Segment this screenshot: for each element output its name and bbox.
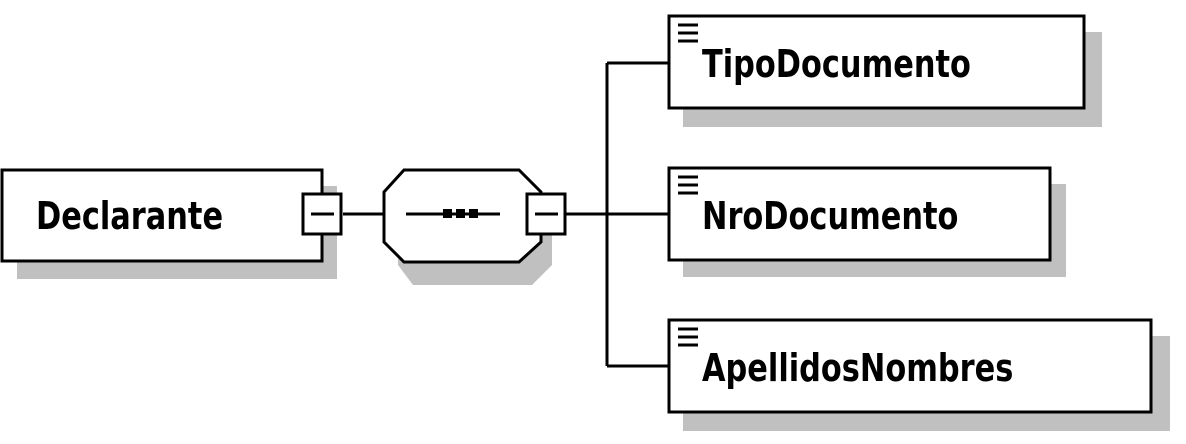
element-nrodocumento[interactable]: NroDocumento xyxy=(667,166,1066,277)
element-tipodocumento[interactable]: TipoDocumento xyxy=(667,14,1102,127)
connector-lines xyxy=(343,61,669,368)
element-box xyxy=(667,14,1086,110)
collapse-minus-icon[interactable] xyxy=(301,192,343,236)
element-label: Declarante xyxy=(36,195,223,239)
element-label: NroDocumento xyxy=(702,195,958,239)
simple-type-lines-icon xyxy=(678,327,698,347)
element-box xyxy=(667,318,1153,414)
sequence-compositor[interactable] xyxy=(382,168,552,285)
sequence-icon xyxy=(406,209,500,218)
element-label: ApellidosNombres xyxy=(702,347,1013,391)
element-declarante[interactable]: Declarante xyxy=(0,168,337,279)
collapse-minus-icon[interactable] xyxy=(525,192,567,236)
simple-type-lines-icon xyxy=(678,23,698,43)
simple-type-lines-icon xyxy=(678,175,698,195)
element-label: TipoDocumento xyxy=(702,43,971,87)
element-box xyxy=(667,166,1052,262)
element-apellidosnombres[interactable]: ApellidosNombres xyxy=(667,318,1170,431)
